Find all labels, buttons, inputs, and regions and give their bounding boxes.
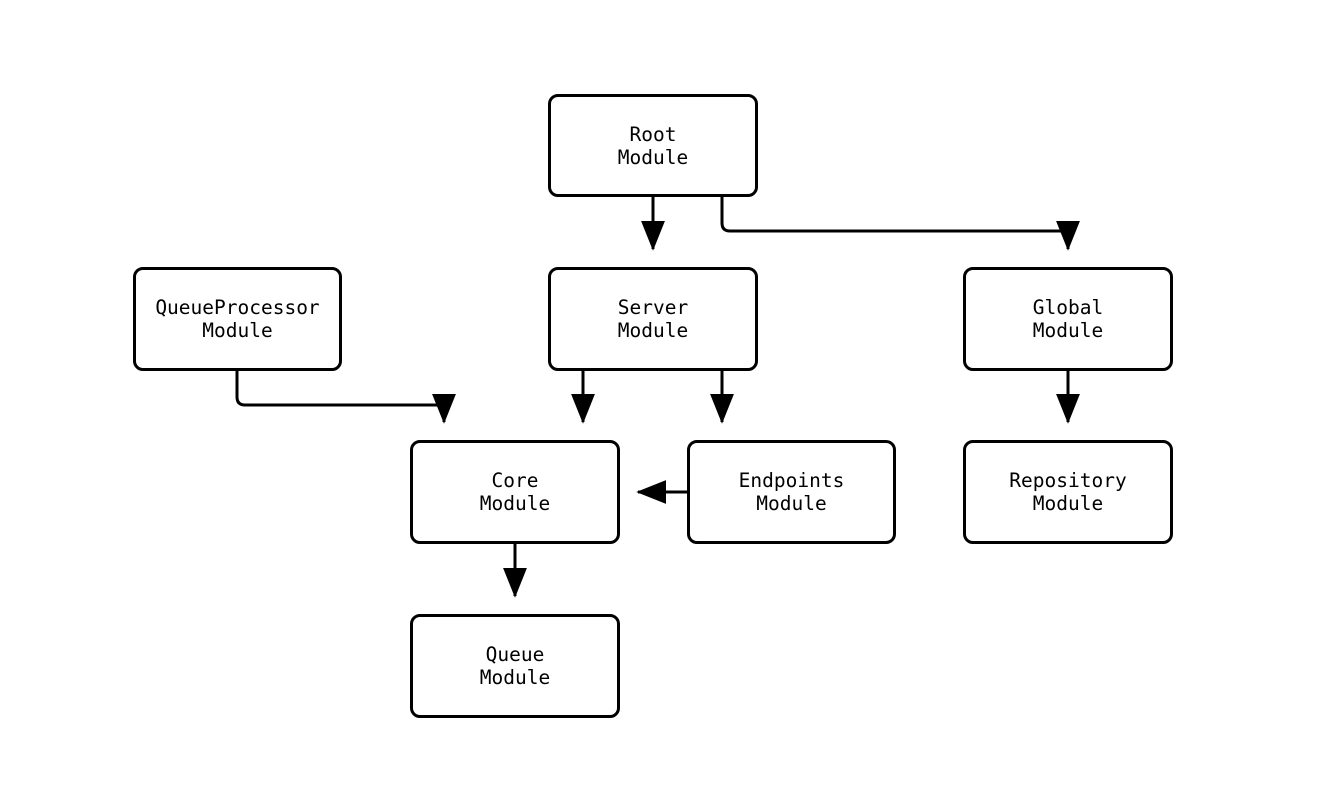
node-global-module-label-line1: Global <box>1032 296 1104 319</box>
node-server-module-label-line2: Module <box>617 319 689 342</box>
node-queue-module-label-line2: Module <box>479 666 551 689</box>
node-endpoints-module-label-line1: Endpoints <box>738 469 845 492</box>
node-endpoints-module-label-line2: Module <box>756 492 827 515</box>
node-repository-module[interactable]: Repository Module <box>963 440 1173 544</box>
node-core-module-label-line2: Module <box>479 492 551 515</box>
node-repository-module-label-line2: Module <box>1032 492 1104 515</box>
node-root-module-label-line2: Module <box>617 145 689 169</box>
node-queueprocessor-module-label-line1: QueueProcessor <box>155 296 320 319</box>
node-global-module-label-line2: Module <box>1032 319 1104 342</box>
node-server-module-label-line1: Server <box>617 296 689 319</box>
node-endpoints-module[interactable]: Endpoints Module <box>687 440 896 544</box>
node-root-module-label-line1: Root <box>629 122 677 146</box>
node-root-module[interactable]: Root Module <box>548 94 758 197</box>
edge-queueprocessor-to-core <box>235 371 456 424</box>
node-server-module[interactable]: Server Module <box>548 267 758 371</box>
node-queueprocessor-module[interactable]: QueueProcessor Module <box>133 267 342 371</box>
node-repository-module-label-line1: Repository <box>1009 469 1127 492</box>
node-core-module[interactable]: Core Module <box>410 440 620 544</box>
node-queue-module-label-line1: Queue <box>485 643 545 666</box>
node-global-module[interactable]: Global Module <box>963 267 1173 371</box>
node-core-module-label-line1: Core <box>491 469 539 492</box>
node-queueprocessor-module-label-line2: Module <box>202 319 273 342</box>
node-queue-module[interactable]: Queue Module <box>410 614 620 718</box>
edge-root-to-global <box>720 197 1080 251</box>
